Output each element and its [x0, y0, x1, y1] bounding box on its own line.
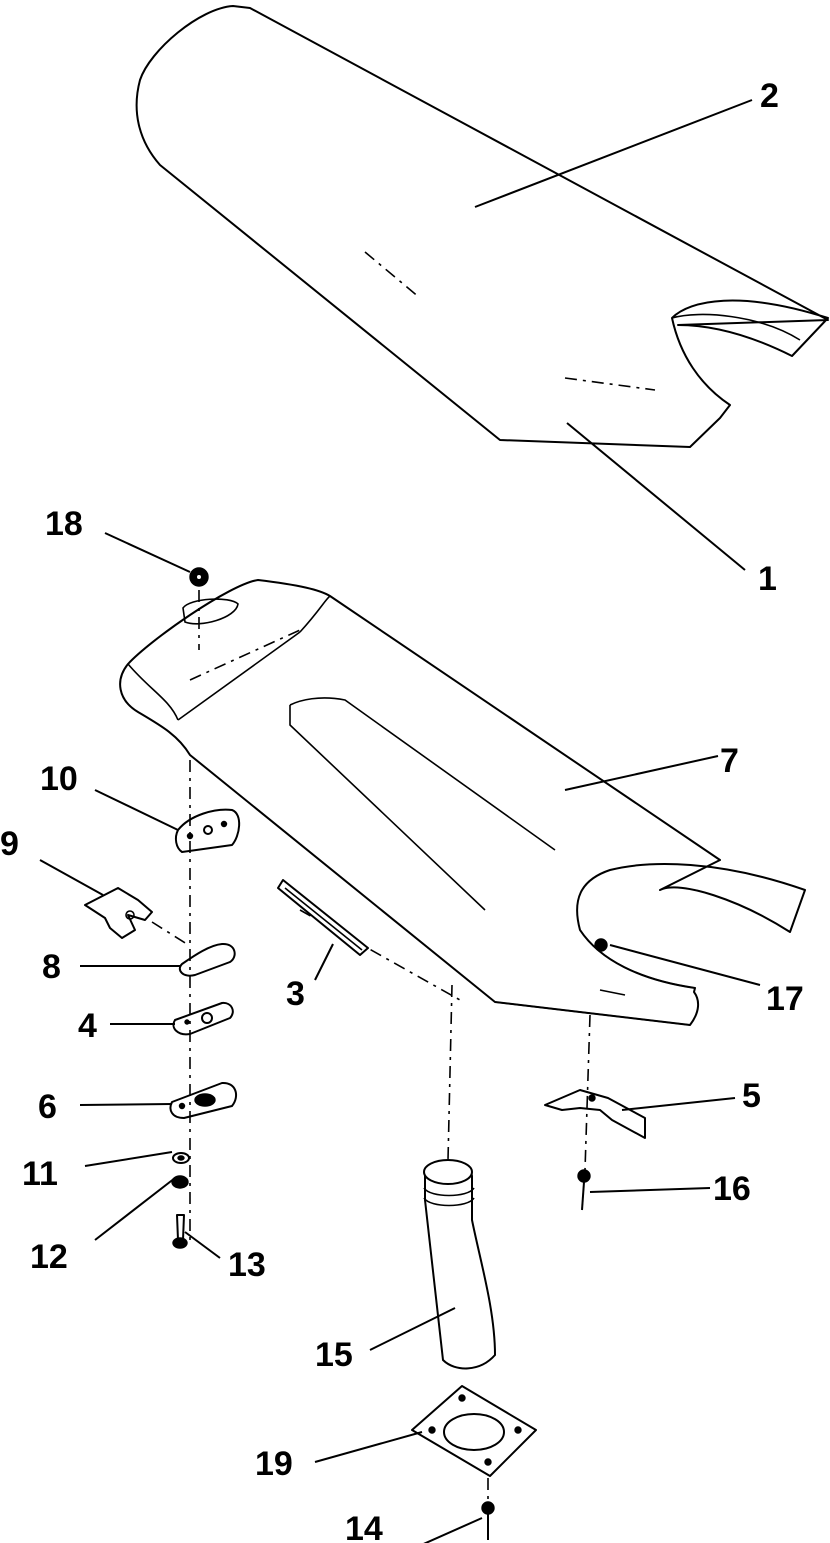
- callout-12: 12: [30, 1238, 68, 1276]
- callout-3: 3: [286, 975, 305, 1013]
- bolt-part: [172, 1214, 188, 1249]
- callout-7: 7: [720, 742, 739, 780]
- callout-17: 17: [766, 980, 804, 1018]
- bracket-block-part: [174, 808, 241, 853]
- callout-8: 8: [42, 948, 61, 986]
- latch-part: [84, 887, 153, 939]
- strip-part: [277, 879, 369, 956]
- callout-16: 16: [713, 1170, 751, 1208]
- seat-cover-part: [135, 5, 829, 448]
- flange-gasket-part: [411, 1385, 537, 1477]
- callout-5: 5: [742, 1077, 761, 1115]
- callout-6: 6: [38, 1088, 57, 1126]
- clip-part: [178, 942, 236, 977]
- callout-11: 11: [22, 1155, 58, 1193]
- plate-part: [172, 1001, 234, 1036]
- fastener-part-18: [189, 567, 209, 587]
- callout-10: 10: [40, 760, 78, 798]
- assembly-centerlines: [151, 590, 591, 1500]
- callout-9: 9: [0, 825, 19, 863]
- mounting-block-part: [169, 1081, 238, 1119]
- callout-18: 18: [45, 505, 83, 543]
- nut-part: [171, 1175, 189, 1189]
- washer-part: [172, 1152, 190, 1164]
- leader-lines: [39, 99, 761, 1543]
- callout-15: 15: [315, 1336, 353, 1374]
- callout-4: 4: [78, 1007, 97, 1045]
- callout-14: 14: [345, 1510, 383, 1543]
- callout-labels: 2 1 18 7 10 9 8 3 4 17 5 6 11 16 12 13 1…: [0, 77, 804, 1543]
- screw-part-14: [481, 1501, 495, 1540]
- support-bracket-part: [544, 1089, 646, 1139]
- callout-1: 1: [758, 560, 777, 598]
- callout-2: 2: [760, 77, 779, 115]
- screw-part-16: [577, 1169, 591, 1211]
- duct-tube-part: [423, 1159, 496, 1370]
- callout-19: 19: [255, 1445, 293, 1483]
- fastener-part-17: [594, 938, 608, 952]
- callout-13: 13: [228, 1246, 266, 1284]
